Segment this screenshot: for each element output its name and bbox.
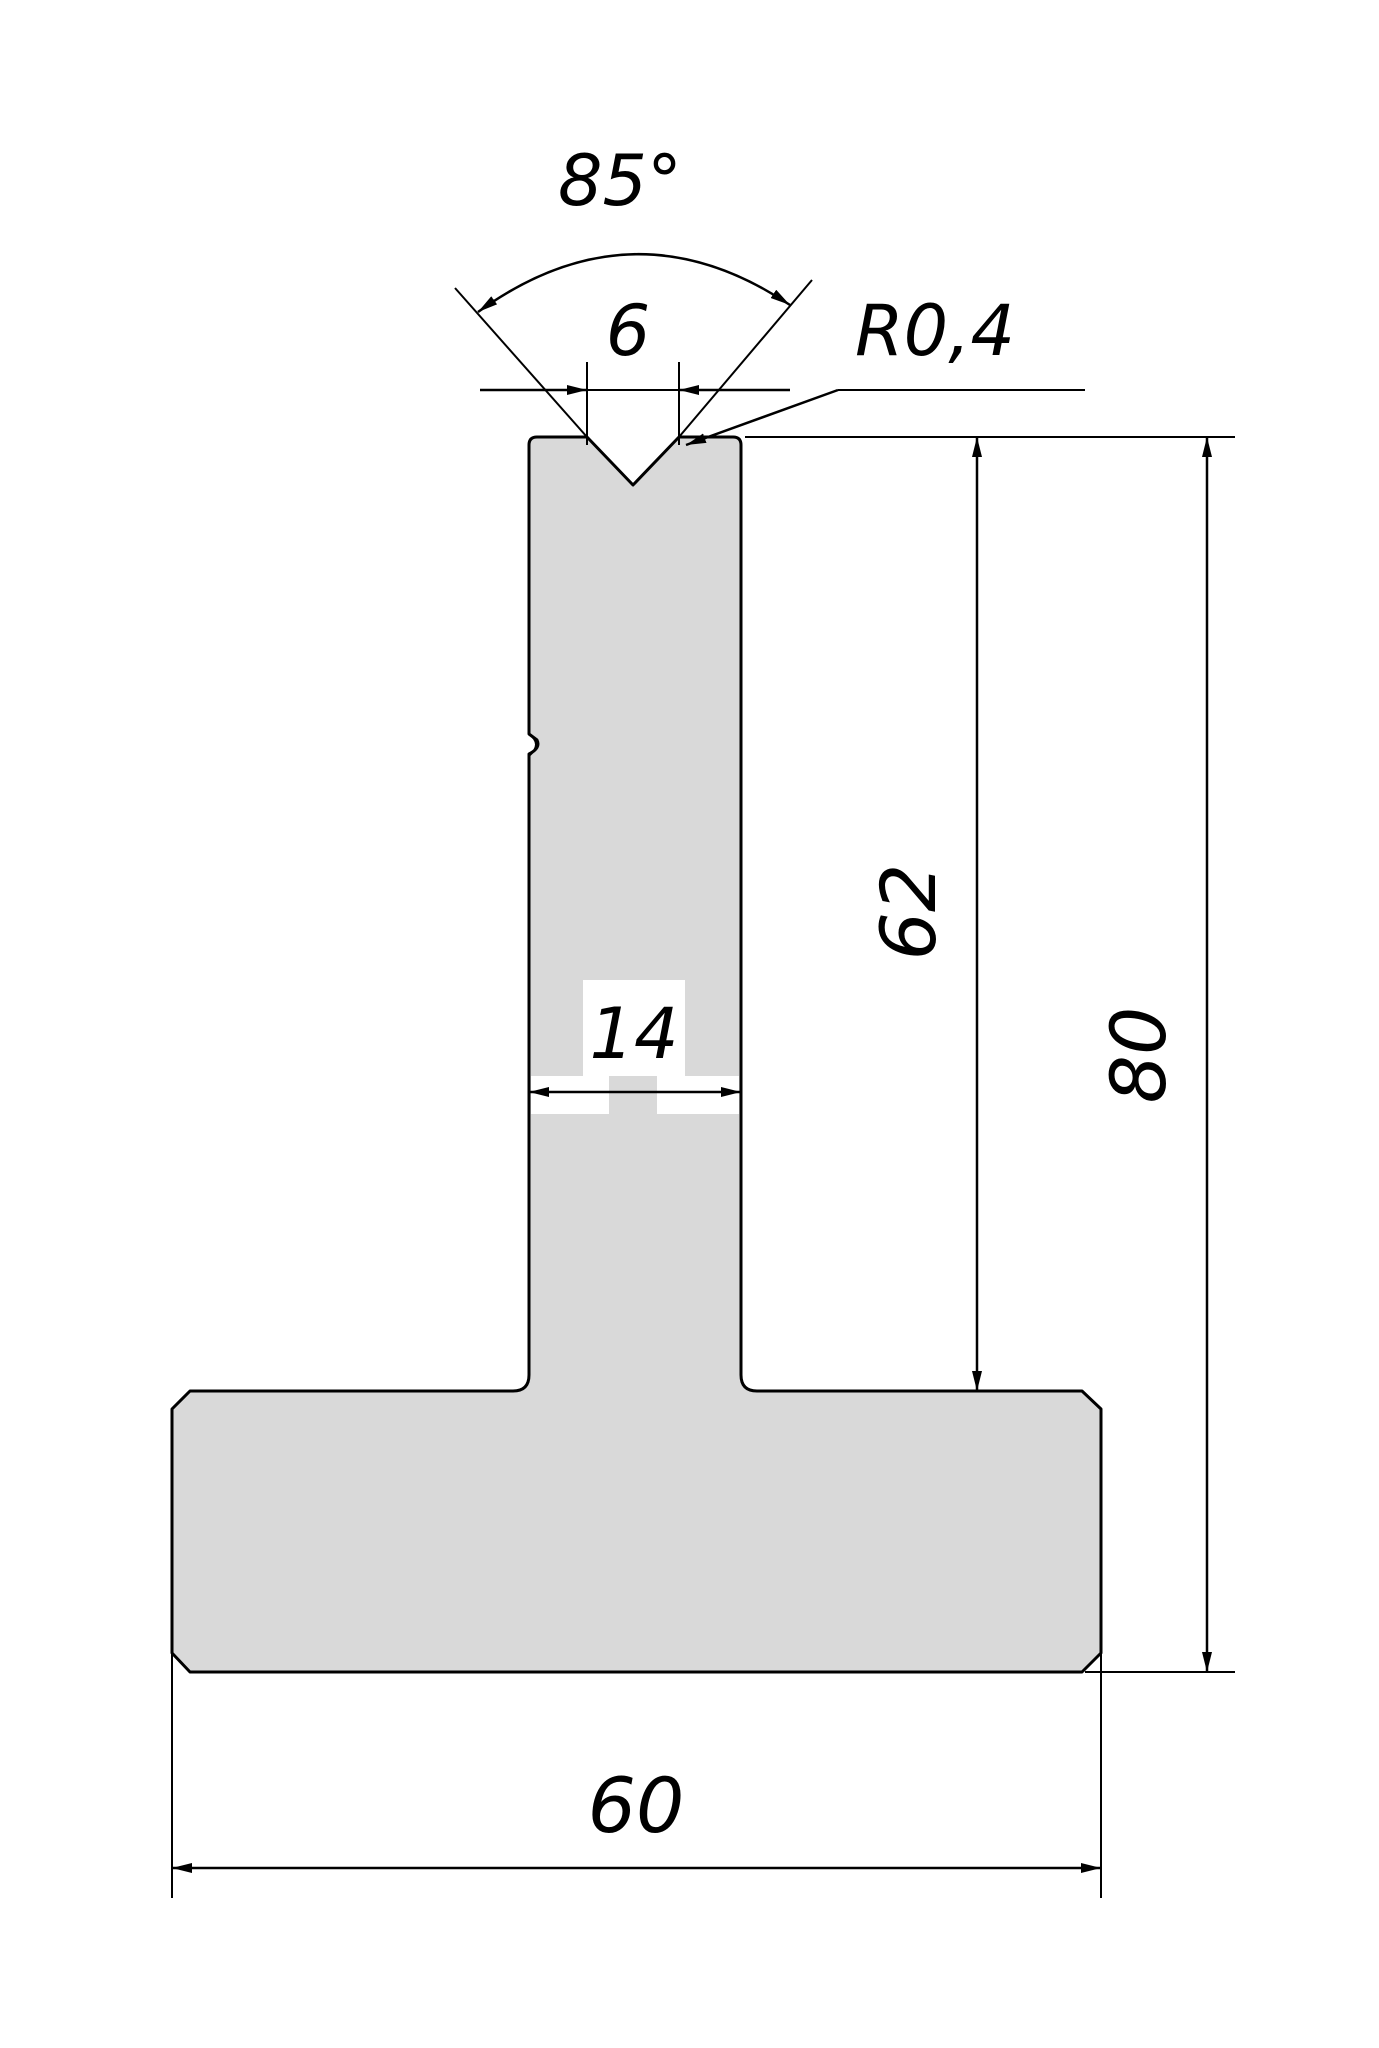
angle-extension-left [454, 287, 588, 438]
body-width-dim-background-left [531, 1076, 609, 1114]
angle-arc [477, 252, 791, 314]
radius-leader-arrow [685, 388, 839, 447]
radius-label: R0,4 [855, 290, 1015, 372]
body-width-dim-background-right [657, 1076, 739, 1114]
base-width-label: 60 [588, 1761, 685, 1850]
angle-label: 85° [558, 140, 682, 222]
height-80-label: 80 [1094, 1007, 1183, 1104]
v-opening-label: 6 [606, 290, 651, 372]
angle-extension-right [678, 279, 813, 438]
side-notch [528, 733, 537, 757]
body-width-label: 14 [589, 993, 678, 1075]
height-62-label: 62 [864, 864, 953, 961]
body-width-label-background [583, 980, 685, 1076]
